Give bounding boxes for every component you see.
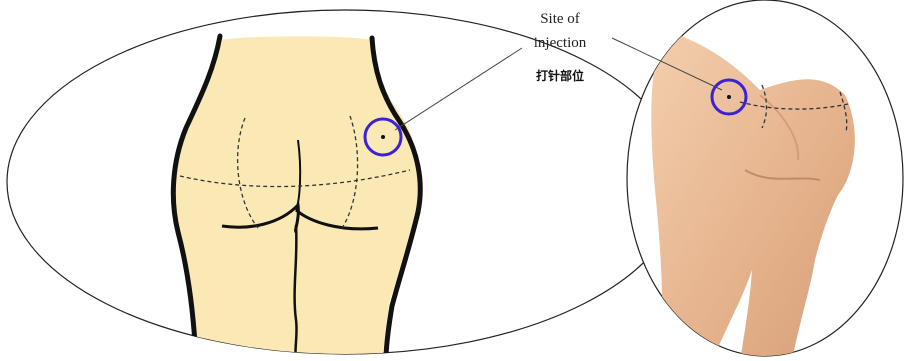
label-injection: injection (534, 35, 587, 51)
illustration-panel (7, 10, 683, 360)
label-chinese: 打针部位 (536, 68, 584, 83)
label-site-of: Site of (540, 11, 580, 27)
photo-panel (627, 0, 903, 361)
